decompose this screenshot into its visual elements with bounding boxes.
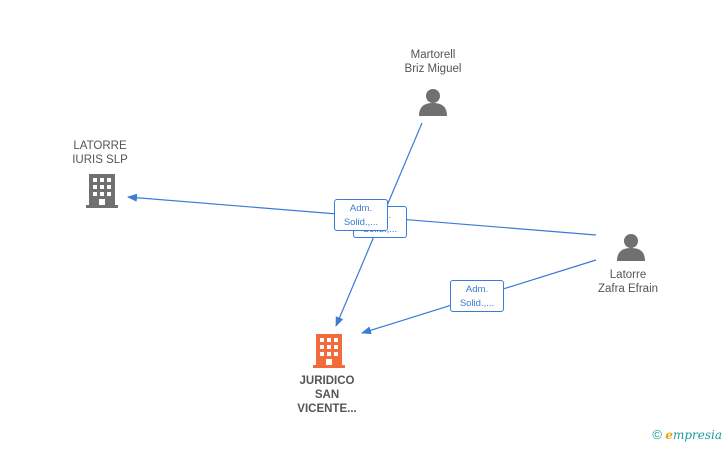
node-label-latorre-zafra[interactable]: Latorre Zafra Efrain — [578, 268, 678, 296]
node-label-line: JURIDICO — [299, 375, 355, 387]
relation-role: Adm. — [465, 284, 489, 295]
node-label-line: Latorre — [609, 269, 647, 281]
node-label-line: IURIS SLP — [72, 154, 128, 166]
brand-logo-initial: e — [665, 428, 673, 442]
node-label-line: LATORRE — [73, 140, 127, 152]
building-icon[interactable] — [313, 334, 345, 368]
person-icon[interactable] — [617, 234, 645, 261]
node-label-martorell[interactable]: Martorell Briz Miguel — [383, 48, 483, 76]
brand-logo-rest: mpresia — [672, 428, 722, 442]
node-label-line: Zafra Efrain — [597, 283, 659, 295]
node-label-line: Briz Miguel — [404, 63, 462, 75]
relation-role: Solid.,... — [459, 298, 495, 309]
node-label-line: Martorell — [410, 49, 456, 61]
node-label-line: VICENTE... — [297, 403, 357, 415]
copyright-notice: © empresia — [652, 427, 722, 442]
brand-logo: empresia — [665, 428, 722, 442]
node-label-juridico[interactable]: JURIDICO SAN VICENTE... — [277, 374, 377, 416]
relation-role: Adm. — [349, 203, 373, 214]
relation-label-latorre-zafra-iuris[interactable]: Adm. Solid.,... — [334, 199, 388, 231]
relation-role: Solid.,... — [343, 217, 379, 228]
node-label-line: SAN — [314, 389, 340, 401]
person-icon[interactable] — [419, 89, 447, 116]
copyright-symbol: © — [652, 427, 662, 442]
building-icon[interactable] — [86, 174, 118, 208]
node-label-latorre-iuris[interactable]: LATORRE IURIS SLP — [50, 139, 150, 167]
relation-label-latorre-zafra-juridico[interactable]: Adm. Solid.,... — [450, 280, 504, 312]
